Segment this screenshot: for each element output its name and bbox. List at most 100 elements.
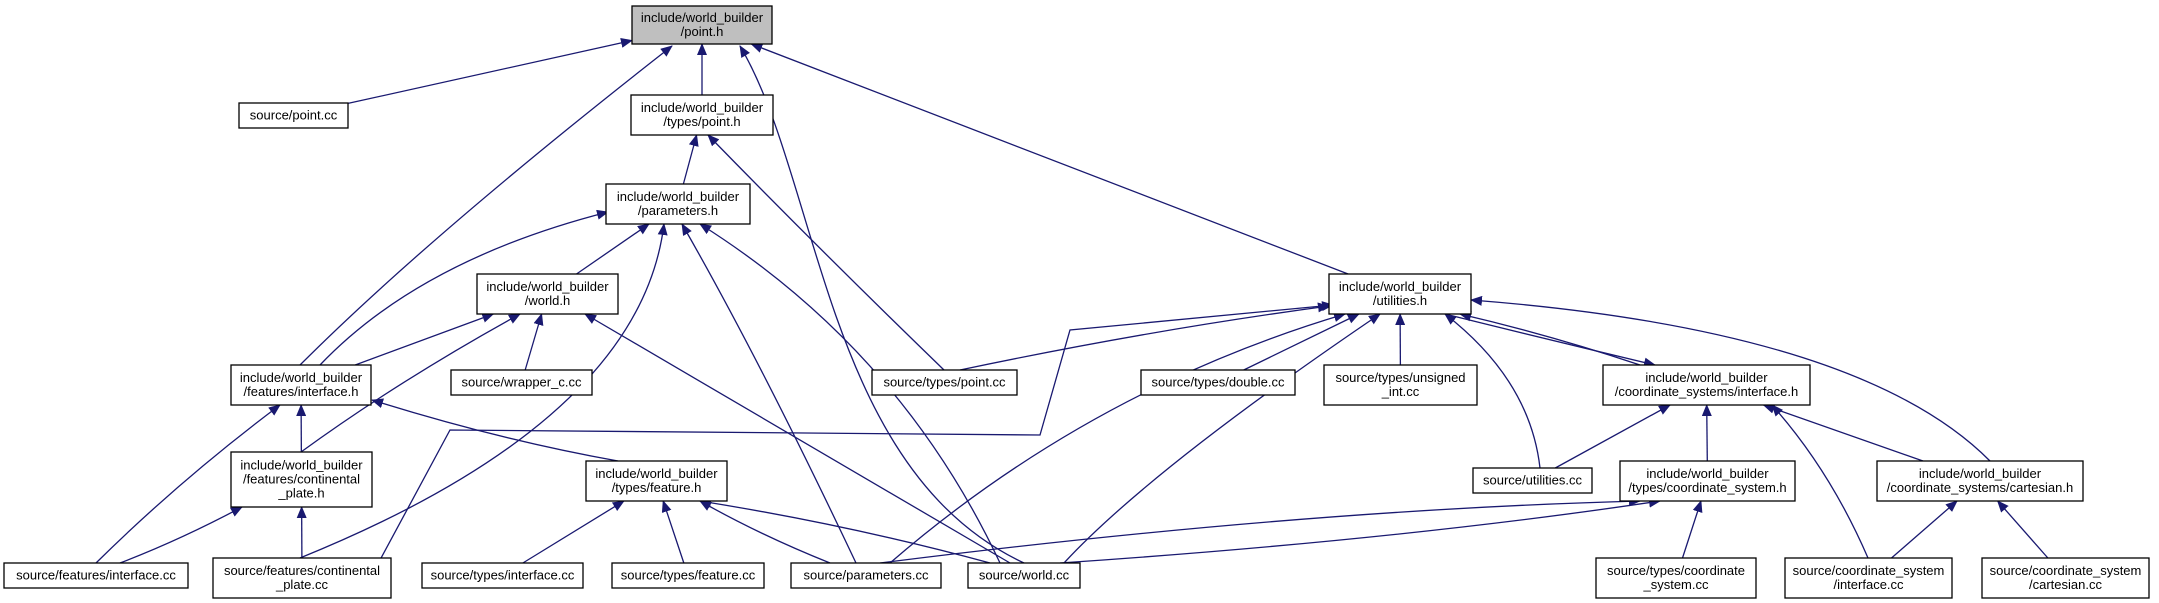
node-parameters-cc[interactable]: source/parameters.cc: [790, 562, 942, 589]
node-label: source/features/continental: [224, 563, 380, 578]
node-box: [631, 5, 773, 45]
node-features-interface-h[interactable]: include/world_builder/features/interface…: [230, 364, 372, 406]
node-features-continental-plate-cc[interactable]: source/features/continental_plate.cc: [212, 557, 392, 599]
node-continental-plate-h[interactable]: include/world_builder/features/continent…: [230, 451, 373, 508]
edge-cs-interface-cc-to-cs-interface-h: [1771, 404, 1869, 559]
node-parameters-h[interactable]: include/world_builder/parameters.h: [605, 183, 751, 225]
node-label: source/types/point.cc: [883, 375, 1006, 390]
node-box: [212, 557, 392, 599]
node-box: [1140, 369, 1296, 396]
edge-world-h-to-parameters-h: [576, 223, 650, 275]
node-box: [1619, 460, 1796, 502]
edge-parameters-cc-to-parameters-h: [681, 223, 857, 564]
node-world-cc[interactable]: source/world.cc: [967, 562, 1081, 589]
node-cs-cartesian-h[interactable]: include/world_builder/coordinate_systems…: [1876, 460, 2084, 502]
node-box: [476, 273, 619, 315]
edge-world-cc-to-world-h: [584, 313, 1011, 564]
edge-features-interface-cc-to-features-interface-h: [95, 404, 281, 564]
node-cs-interface-h[interactable]: include/world_builder/coordinate_systems…: [1602, 364, 1811, 406]
edge-features-interface-cc-to-continental-plate-h: [119, 506, 243, 564]
node-types-feature-h[interactable]: include/world_builder/types/feature.h: [585, 460, 728, 502]
node-box: [1595, 557, 1757, 599]
node-label: include/world_builder: [1919, 466, 2042, 481]
node-label: _system.cc: [1642, 577, 1709, 592]
node-features-interface-cc[interactable]: source/features/interface.cc: [3, 562, 189, 589]
node-label: /features/continental: [243, 472, 360, 487]
edge-types-point-cc-to-utilities-h: [959, 302, 1330, 371]
node-box: [585, 460, 728, 502]
node-box: [1784, 557, 1953, 599]
edge-types-point-cc-to-types-point-h: [707, 134, 945, 371]
node-box: [1328, 273, 1472, 315]
node-point-h[interactable]: include/world_builder/point.h: [631, 5, 773, 45]
edge-parameters-h-to-types-point-h: [682, 134, 699, 185]
edge-parameters-cc-to-types-cs-h: [879, 496, 1641, 564]
edge-world-cc-to-utilities-h: [1063, 313, 1381, 564]
edge-features-interface-h-to-parameters-h: [319, 209, 609, 366]
node-label: source/features/interface.cc: [16, 568, 176, 583]
node-box: [1602, 364, 1811, 406]
edge-types-feature-h-to-features-interface-h: [371, 398, 619, 462]
node-cs-interface-cc[interactable]: source/coordinate_system/interface.cc: [1784, 557, 1953, 599]
node-label: /types/point.h: [663, 114, 740, 129]
node-types-point-h[interactable]: include/world_builder/types/point.h: [630, 94, 774, 136]
node-box: [238, 102, 349, 129]
node-types-point-cc[interactable]: source/types/point.cc: [871, 369, 1018, 396]
node-box: [611, 562, 765, 589]
edge-features-continental-plate-cc-to-utilities-h: [379, 301, 1334, 561]
edge-cs-cartesian-cc-to-cs-cartesian-h: [1996, 500, 2049, 559]
edge-parameters-cc-to-types-feature-h: [699, 500, 831, 564]
node-types-unsigned-int-cc[interactable]: source/types/unsigned_int.cc: [1323, 364, 1478, 406]
edge-utilities-h-to-point-h: [750, 43, 1349, 275]
node-box: [1876, 460, 2084, 502]
node-types-feature-cc[interactable]: source/types/feature.cc: [611, 562, 765, 589]
edge-cs-interface-h-to-utilities-h: [1459, 311, 1641, 366]
node-box: [1472, 467, 1593, 494]
node-label: include/world_builder: [617, 189, 740, 204]
edge-features-interface-h-to-point-h: [299, 45, 673, 366]
node-label: /utilities.h: [1373, 293, 1427, 308]
node-label: include/world_builder: [595, 466, 718, 481]
node-utilities-h[interactable]: include/world_builder/utilities.h: [1328, 273, 1472, 315]
node-box: [1981, 557, 2150, 599]
node-label: source/wrapper_c.cc: [462, 375, 582, 390]
node-types-interface-cc[interactable]: source/types/interface.cc: [421, 562, 584, 589]
node-box: [421, 562, 584, 589]
edge-world-cc-to-types-cs-h: [1059, 497, 1661, 564]
node-label: source/types/double.cc: [1152, 375, 1285, 390]
node-point-cc[interactable]: source/point.cc: [238, 102, 349, 129]
node-label: include/world_builder: [1646, 466, 1769, 481]
node-cs-cartesian-cc[interactable]: source/coordinate_system/cartesian.cc: [1981, 557, 2150, 599]
edge-types-interface-cc-to-types-feature-h: [522, 500, 625, 564]
edge-utilities-cc-to-utilities-h: [1444, 313, 1541, 469]
node-wrapper-c-cc[interactable]: source/wrapper_c.cc: [450, 369, 593, 396]
node-label: /world.h: [525, 293, 571, 308]
edge-utilities-cc-to-cs-interface-h: [1554, 404, 1671, 469]
node-world-h[interactable]: include/world_builder/world.h: [476, 273, 619, 315]
edge-world-cc-to-point-h: [739, 45, 1025, 564]
node-label: include/world_builder: [1339, 279, 1462, 294]
node-types-cs-cc[interactable]: source/types/coordinate_system.cc: [1595, 557, 1757, 599]
node-types-cs-h[interactable]: include/world_builder/types/coordinate_s…: [1619, 460, 1796, 502]
node-utilities-cc[interactable]: source/utilities.cc: [1472, 467, 1593, 494]
node-box: [230, 364, 372, 406]
node-label: source/point.cc: [250, 108, 338, 123]
edge-point-cc-to-point-h: [347, 38, 633, 105]
node-box: [630, 94, 774, 136]
node-label: /parameters.h: [638, 203, 718, 218]
edge-cs-cartesian-h-to-utilities-h: [1470, 295, 1991, 462]
node-label: /coordinate_systems/interface.h: [1615, 384, 1799, 399]
edge-features-interface-h-to-world-h: [354, 313, 495, 366]
node-label: include/world_builder: [240, 370, 363, 385]
node-box: [790, 562, 942, 589]
node-box: [3, 562, 189, 589]
node-label: source/coordinate_system: [1990, 563, 2142, 578]
node-label: source/world.cc: [979, 568, 1070, 583]
node-box: [871, 369, 1018, 396]
edge-types-feature-cc-to-types-feature-h: [661, 500, 685, 564]
edge-continental-plate-h-to-world-h: [300, 313, 521, 453]
node-label: source/coordinate_system: [1793, 563, 1945, 578]
node-label: source/types/interface.cc: [431, 568, 575, 583]
node-types-double-cc[interactable]: source/types/double.cc: [1140, 369, 1296, 396]
